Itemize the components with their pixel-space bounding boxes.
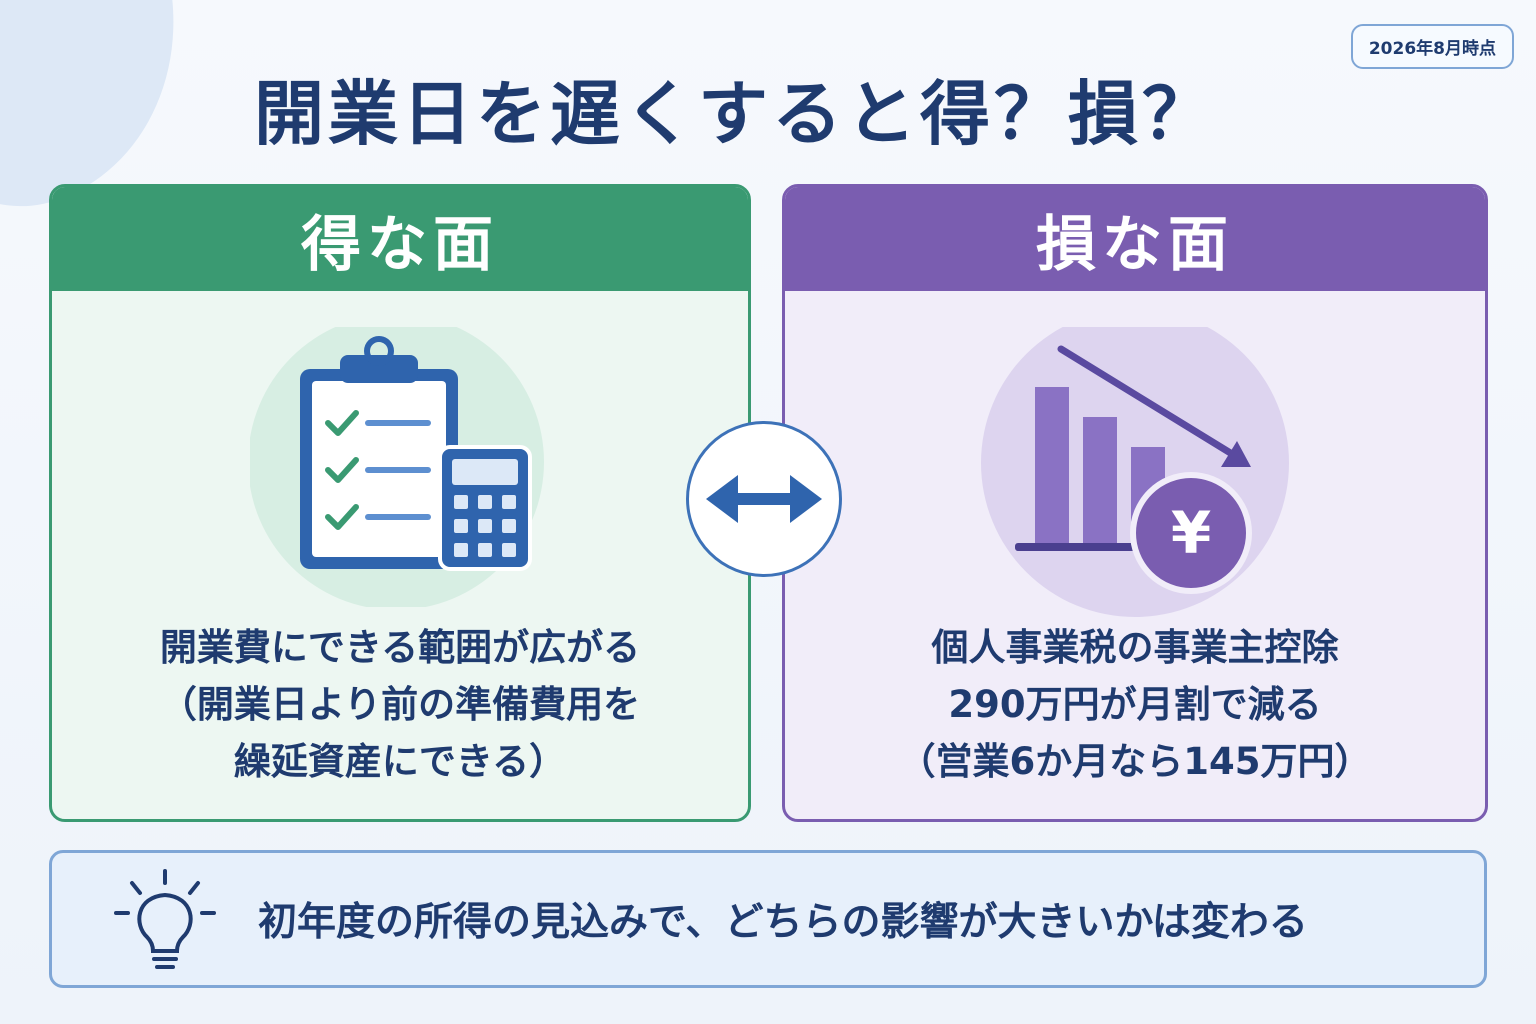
disadvantage-line: （営業6か月なら145万円） [898, 740, 1372, 783]
tip-text: 初年度の所得の見込みで、どちらの影響が大きいかは変わる [258, 900, 1308, 945]
advantage-panel: 得な面 [49, 184, 751, 822]
disadvantage-description: 個人事業税の事業主控除 290万円が月割で減る （営業6か月なら145万円） [785, 619, 1485, 790]
light-bulb-icon [110, 867, 220, 981]
page-title: 開業日を遅くすると得？損？ [254, 73, 1216, 155]
disadvantage-line: 290万円が月割で減る [948, 683, 1322, 726]
clipboard-checklist-calculator-icon [248, 314, 550, 611]
disadvantage-header: 損な面 [785, 187, 1485, 291]
disadvantage-panel: 損な面 ¥ 個人事業税の事業主控除 290万円が月割で減る （営業6か月なら14… [782, 184, 1488, 822]
date-badge: 2026年8月時点 [1350, 24, 1514, 69]
advantage-header: 得な面 [52, 187, 748, 291]
advantage-description: 開業費にできる範囲が広がる （開業日より前の準備費用を 繰延資産にできる） [52, 619, 748, 790]
advantage-line: 繰延資産にできる） [233, 740, 567, 783]
yen-symbol: ¥ [1171, 499, 1211, 567]
advantage-line: 開業費にできる範囲が広がる [159, 626, 641, 669]
tip-box: 初年度の所得の見込みで、どちらの影響が大きいかは変わる [49, 850, 1487, 988]
disadvantage-line: 個人事業税の事業主控除 [931, 626, 1339, 669]
versus-circle [686, 421, 842, 577]
declining-bar-chart-yen-icon: ¥ [975, 309, 1295, 621]
double-arrow-icon [706, 475, 822, 523]
advantage-line: （開業日より前の準備費用を [159, 683, 641, 726]
